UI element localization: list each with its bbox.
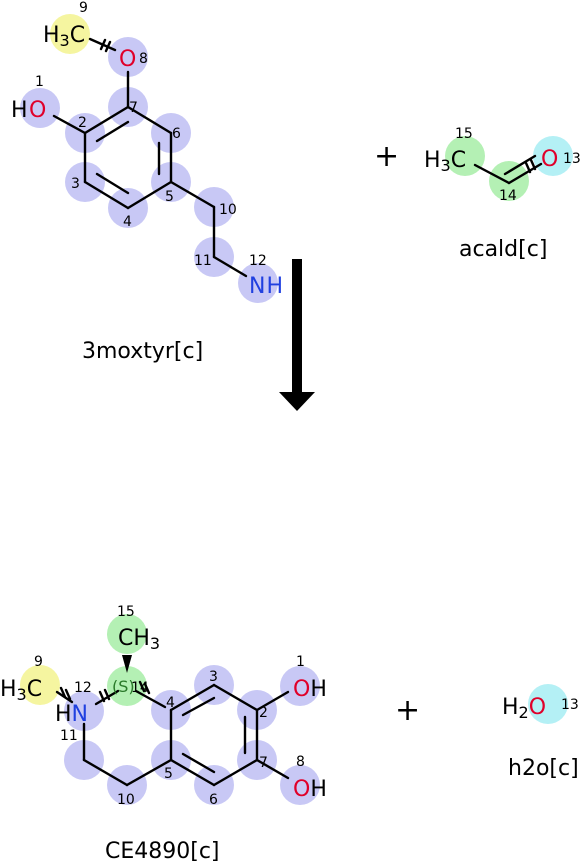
atom-number-15: 15 [455, 126, 473, 142]
highlight-atom-14 [489, 161, 529, 201]
atom-number-4: 4 [166, 695, 175, 711]
atom-number-2: 2 [259, 705, 268, 721]
atom-number-12: 12 [249, 253, 267, 269]
reaction-arrow-down-icon [279, 259, 315, 411]
reactant-3moxtyr: H3C O H O NH 9 8 1 2 7 6 3 4 5 10 11 12 … [11, 0, 283, 364]
bonds [52, 37, 248, 278]
atom-number-12: 12 [74, 680, 92, 696]
atom-number-9: 9 [34, 654, 43, 670]
atom-label-o1: OH [293, 677, 327, 702]
atom-label-o1: O [29, 98, 46, 123]
atom-number-3: 3 [209, 669, 218, 685]
atom-label-o8: OH [293, 777, 327, 802]
atom-number-4: 4 [123, 214, 132, 230]
atom-number-5: 5 [164, 766, 173, 782]
atom-highlights [20, 14, 278, 303]
atom-label-c15: H3C [424, 148, 466, 175]
atom-number-8: 8 [139, 51, 148, 67]
product-h2o: H2O 13 h2o[c] [502, 684, 579, 781]
atom-label-c9: H3C [0, 677, 42, 704]
atom-number-3: 3 [71, 176, 80, 192]
molecule-name-ce4890: CE4890[c] [105, 839, 220, 864]
bonds [55, 680, 290, 787]
atom-number-6: 6 [209, 792, 218, 808]
atom-number-13: 13 [561, 697, 579, 713]
atom-label-c9: H3C [43, 23, 85, 50]
molecule-name-h2o: h2o[c] [508, 756, 579, 781]
atom-label-n12: NH [249, 274, 283, 299]
atom-number-10: 10 [117, 792, 135, 808]
atom-number-8: 8 [296, 754, 305, 770]
atom-number-11: 11 [194, 253, 212, 269]
atom-number-7: 7 [129, 100, 138, 116]
highlight-atom-12 [238, 263, 278, 303]
atom-label-o13: O [541, 147, 558, 172]
atom-number-15: 15 [117, 604, 135, 620]
atom-number-13: 13 [563, 151, 581, 167]
highlight-atom-8 [108, 37, 148, 77]
atom-number-1: 1 [35, 74, 44, 90]
atom-number-5: 5 [165, 189, 174, 205]
highlight-atom-14 [107, 666, 147, 706]
atom-label-h2o: H2O [502, 695, 546, 722]
highlight-atom-15 [107, 614, 147, 654]
atom-label-o8: O [119, 47, 136, 72]
wedge-bond [122, 655, 132, 673]
highlight-atom-13 [533, 136, 573, 176]
highlight-atom-9 [20, 665, 60, 705]
atom-number-14: 14 [499, 188, 517, 204]
reactant-acald: H3C O 15 14 13 acald[c] [424, 126, 581, 262]
atom-number-10: 10 [219, 202, 237, 218]
highlight-atom-12 [64, 691, 104, 731]
highlight-atom-9 [50, 14, 90, 54]
atom-label-n12: HN [55, 702, 88, 727]
atom-number-2: 2 [78, 115, 87, 131]
stereo-label: (S) [112, 677, 135, 696]
highlight-atom-8 [280, 765, 320, 805]
atom-number-6: 6 [172, 126, 181, 142]
plus-sign-products: + [395, 693, 420, 728]
atom-label-h1: H [11, 98, 28, 123]
atom-number-7: 7 [259, 755, 268, 771]
molecule-name-acald: acald[c] [459, 237, 547, 262]
atom-label-c15: CH3 [118, 626, 160, 653]
atom-number-9: 9 [79, 0, 88, 16]
highlight-atom-1 [280, 666, 320, 706]
atom-number-1: 1 [296, 654, 305, 670]
product-ce4890: CH3 H3C HN (S) OH OH 15 9 12 14 3 1 4 2 … [0, 604, 327, 864]
highlight-atom-1 [20, 88, 60, 128]
plus-sign-reactants: + [374, 139, 399, 174]
atom-number-11: 11 [60, 728, 78, 744]
highlight-atom-13 [528, 684, 568, 724]
atom-number-14: 14 [131, 680, 149, 696]
molecule-name-3moxtyr: 3moxtyr[c] [82, 339, 203, 364]
